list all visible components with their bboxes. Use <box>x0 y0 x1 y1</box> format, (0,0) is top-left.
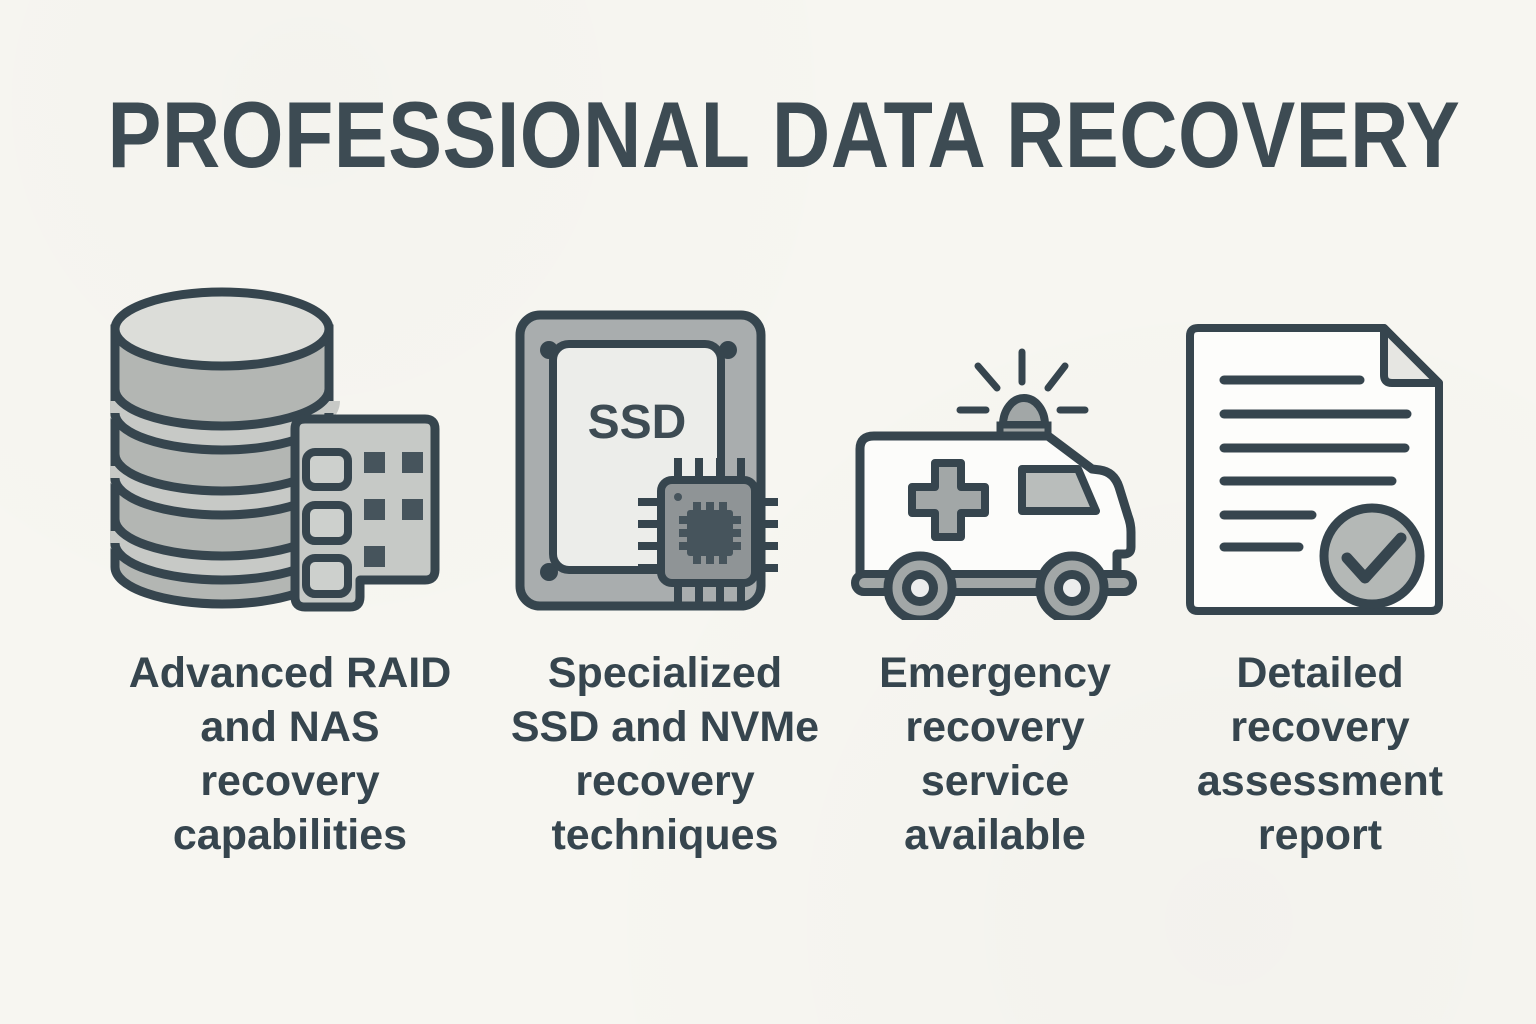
chip-pins <box>638 458 778 605</box>
feature-emergency: Emergency recovery service available <box>845 280 1145 862</box>
feature-raid-caption: Advanced RAID and NAS recovery capabilit… <box>128 649 452 859</box>
ssd-label-text: SSD <box>588 396 687 449</box>
feature-raid-icon-area <box>110 280 470 620</box>
feature-grid: Advanced RAID and NAS recovery capabilit… <box>0 280 1536 862</box>
nvme-chip <box>638 458 778 605</box>
page-title: PROFESSIONAL DATA RECOVERY <box>107 82 1461 187</box>
ambulance-icon <box>851 348 1137 620</box>
feature-report-icon-area <box>1185 280 1455 620</box>
feature-raid-nas: Advanced RAID and NAS recovery capabilit… <box>95 280 485 862</box>
feature-report: Detailed recovery assessment report <box>1145 280 1495 862</box>
feature-ssd-caption: Specialized SSD and NVMe recovery techni… <box>510 649 820 859</box>
feature-ssd-icon-area: SSD <box>515 280 815 620</box>
document-check-icon <box>1186 324 1443 615</box>
feature-ambulance-icon-area <box>850 280 1140 620</box>
page-fold <box>1380 324 1443 387</box>
ssd-chip-icon: SSD <box>515 310 778 611</box>
database-cylinder <box>110 287 340 609</box>
database-raid-icon <box>110 287 440 612</box>
chip-core <box>679 502 741 564</box>
medical-cross <box>908 459 989 541</box>
raid-controller-panel <box>290 414 440 612</box>
windshield <box>1018 465 1100 515</box>
feature-emergency-caption: Emergency recovery service available <box>879 649 1111 859</box>
check-badge <box>1319 503 1425 609</box>
document-text-lines <box>1219 375 1412 552</box>
feature-ssd-nvme: SSD <box>485 280 845 862</box>
siren-rays <box>956 348 1089 414</box>
feature-report-caption: Detailed recovery assessment report <box>1196 649 1444 859</box>
front-wheel <box>1035 551 1109 620</box>
rear-wheel <box>883 551 957 620</box>
